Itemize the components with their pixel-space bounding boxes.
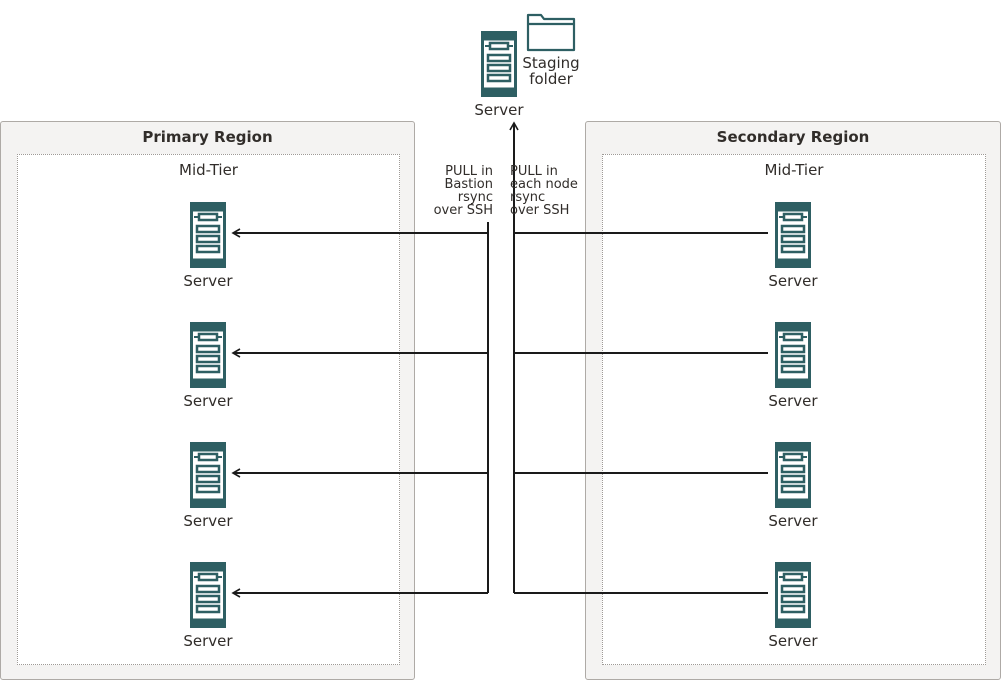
primary-mid-tier-title: Mid-Tier: [179, 161, 238, 179]
server-icon: [190, 442, 226, 508]
flow-label-line: PULL in: [445, 164, 493, 179]
secondary-region-title: Secondary Region: [716, 128, 870, 146]
flow-label-line: each node: [510, 177, 578, 192]
primary-server-3: Server: [178, 442, 238, 530]
staging-folder-label-line1: Staging: [522, 54, 580, 72]
folder-icon: [526, 13, 576, 52]
flow-label-line: over SSH: [433, 203, 493, 218]
flow-label-line: Bastion: [444, 177, 493, 192]
server-icon: [775, 322, 811, 388]
server-icon: [775, 202, 811, 268]
flow-label-line: rsync: [457, 190, 493, 205]
server-label: Server: [183, 392, 233, 410]
primary-server-4: Server: [178, 562, 238, 650]
secondary-server-3: Server: [763, 442, 823, 530]
server-icon: [190, 562, 226, 628]
server-label: Server: [183, 272, 233, 290]
secondary-mid-tier-title: Mid-Tier: [764, 161, 824, 179]
server-label: Server: [183, 512, 233, 530]
primary-region-title: Primary Region: [142, 128, 273, 146]
staging-folder-label-line2: folder: [529, 70, 573, 88]
server-icon: [190, 322, 226, 388]
server-icon: [481, 31, 517, 97]
secondary-server-4: Server: [763, 562, 823, 650]
primary-server-1: Server: [178, 202, 238, 290]
flow-label-line: rsync: [510, 190, 546, 205]
server-icon: [190, 202, 226, 268]
server-label: Server: [768, 632, 818, 650]
server-label: Server: [768, 512, 818, 530]
secondary-server-2: Server: [763, 322, 823, 410]
flow-label-line: PULL in: [510, 164, 558, 179]
staging-server: Server: [469, 31, 529, 119]
server-icon: [775, 442, 811, 508]
server-label: Server: [768, 392, 818, 410]
bastion-flow-label: PULL in Bastion rsync over SSH: [420, 165, 493, 217]
staging-folder-label: Staging folder: [516, 55, 586, 87]
staging-server-label: Server: [474, 101, 524, 119]
server-label: Server: [183, 632, 233, 650]
server-label: Server: [768, 272, 818, 290]
server-icon: [775, 562, 811, 628]
each-node-flow-label: PULL in each node rsync over SSH: [510, 165, 590, 217]
flow-label-line: over SSH: [510, 203, 570, 218]
primary-server-2: Server: [178, 322, 238, 410]
secondary-server-1: Server: [763, 202, 823, 290]
